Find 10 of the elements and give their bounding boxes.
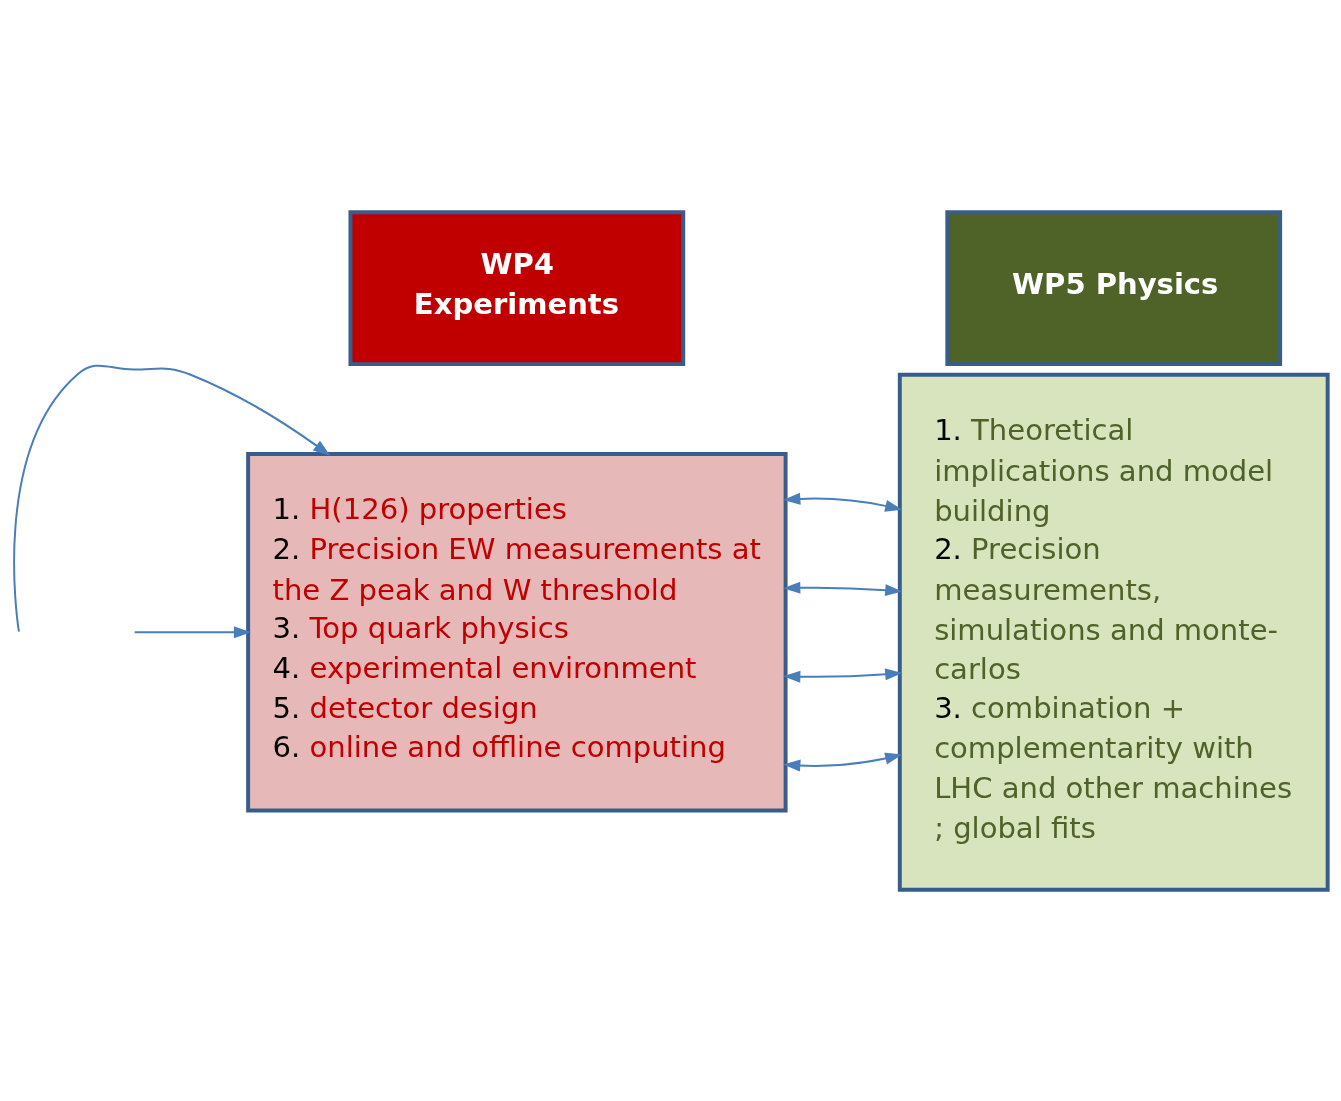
- arrow: [783, 752, 903, 772]
- node-box: 1. Theoretical implications and model building 2. Precision measurements, simulations and monte-carlos 3. combination + complementarity with LHC and other machines ; global fits: [897, 372, 1330, 892]
- arrow: [783, 667, 903, 683]
- node-box: 1. H(126) properties 2. Precision EW measurements at the Z peak and W threshold 3. Top quark physics 4. experimental environment 5. detector design 6. online and offline computing: [246, 451, 788, 812]
- node-box: WP5 Physics: [945, 209, 1283, 366]
- arrow: [13, 364, 331, 633]
- arrow: [133, 625, 252, 638]
- node-box: WP4 Experiments: [348, 209, 686, 366]
- arrow: [783, 492, 903, 512]
- arrow: [783, 581, 903, 596]
